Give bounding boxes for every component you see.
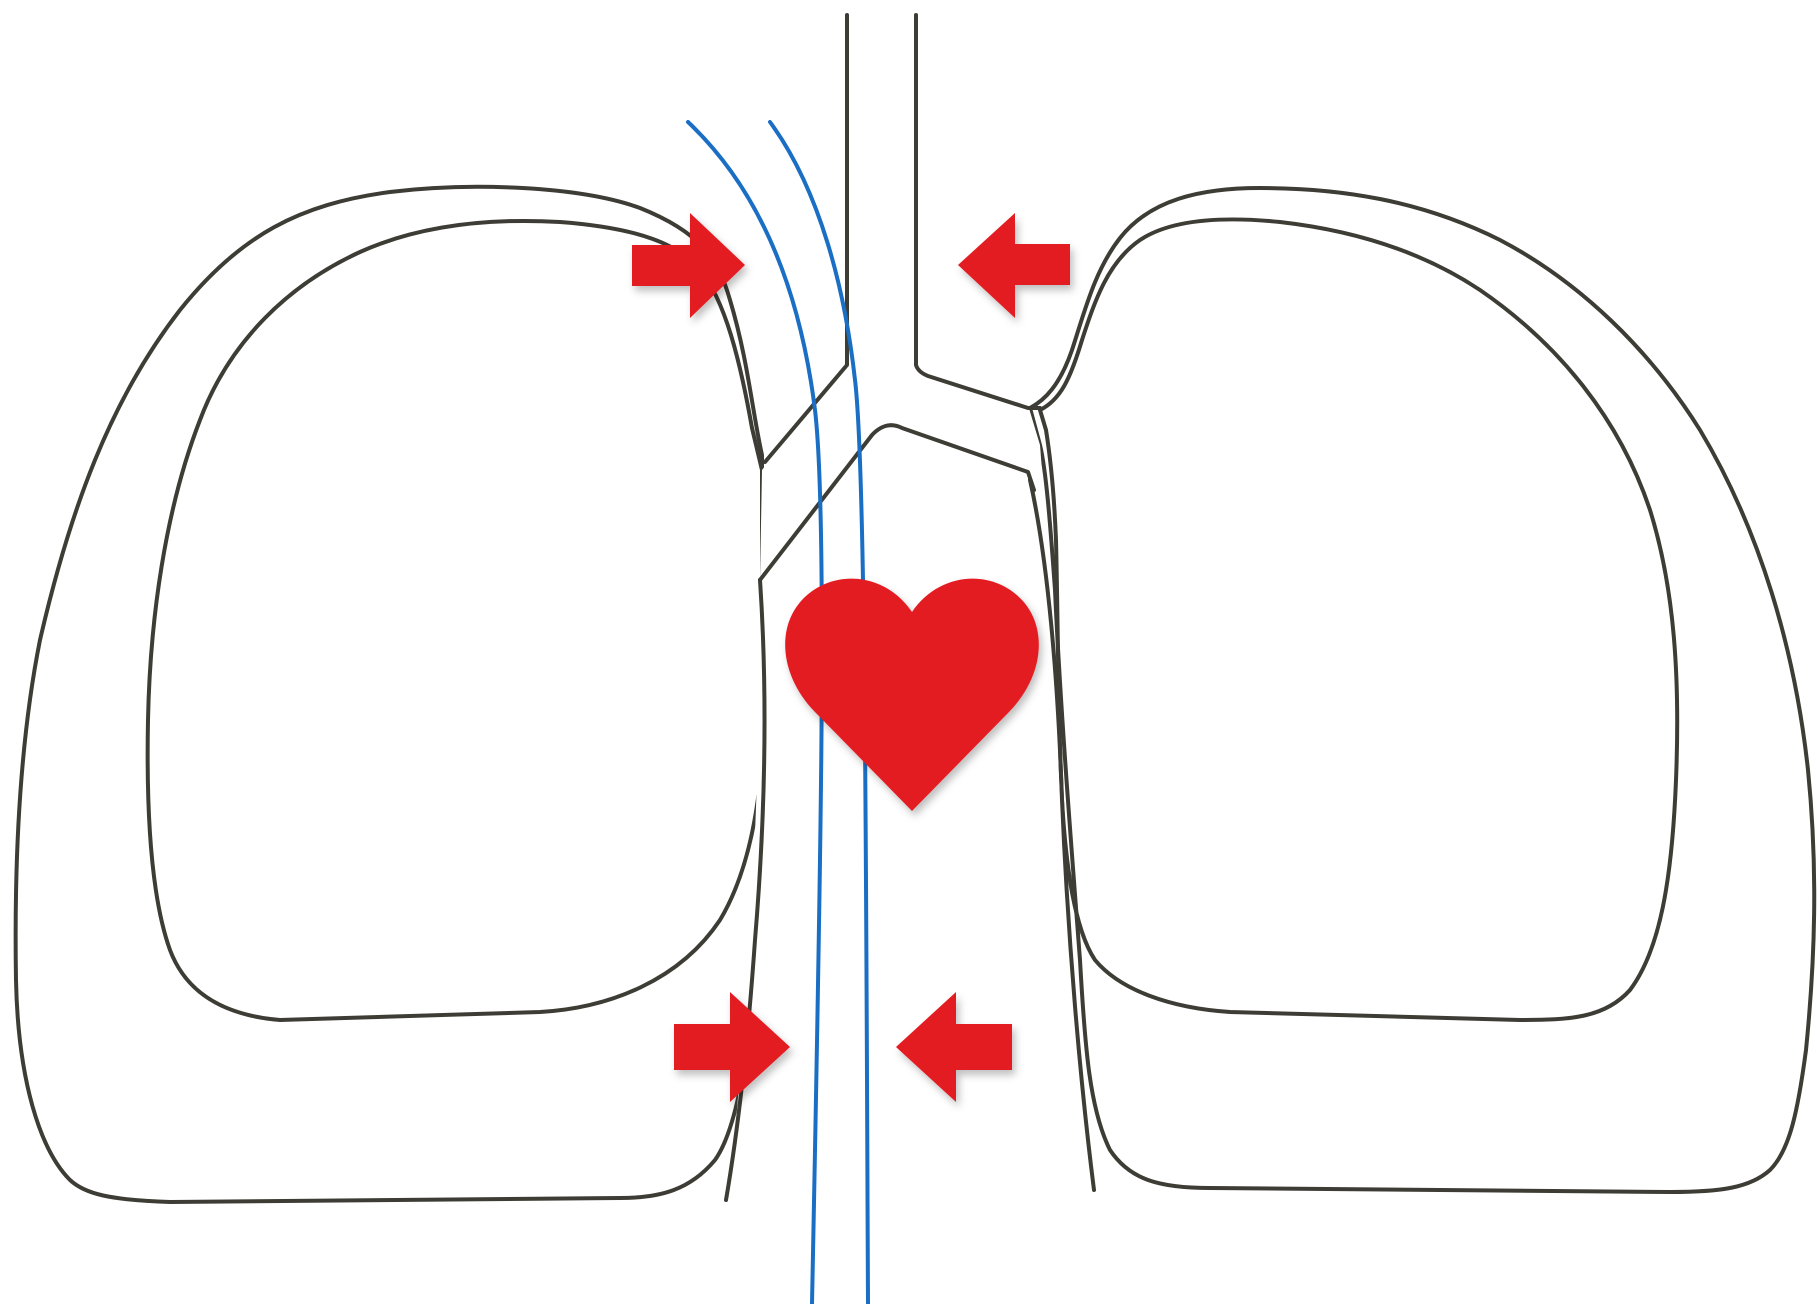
lungs-compression-diagram xyxy=(0,0,1817,1304)
